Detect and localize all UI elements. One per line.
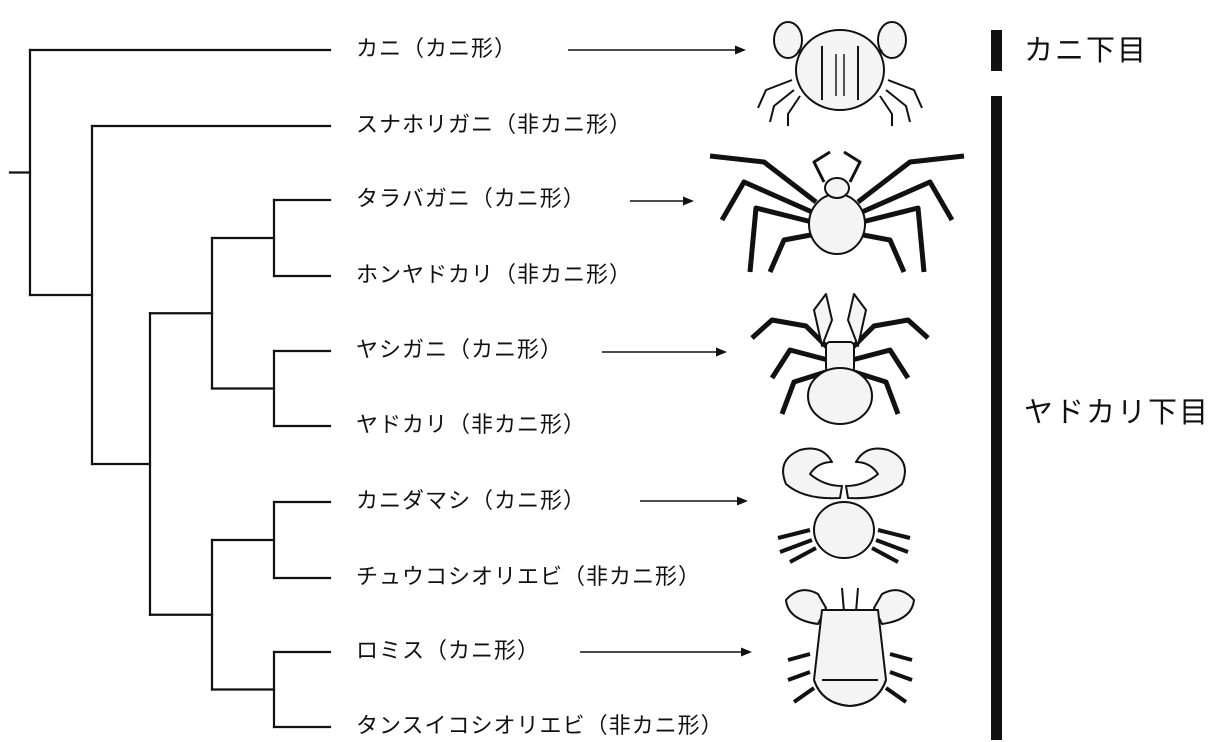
arrowhead-icon (716, 347, 727, 357)
taxon-form: （カニ形） (402, 37, 518, 62)
taxon-name: カニダマシ (356, 489, 472, 514)
coconut-crab-drawing-icon (750, 293, 930, 425)
taxon-name: チュウコシオリエビ (356, 565, 564, 590)
taxon-form: （カニ形） (470, 187, 586, 212)
group-bar-brachyura (991, 30, 1002, 71)
taxon-form: （非カニ形） (448, 413, 587, 438)
taxon-label-honyadokari: ホンヤドカリ（非カニ形） (356, 265, 632, 287)
group-label-brachyura: カニ下目 (1024, 33, 1149, 67)
taxon-name: ヤシガニ (356, 338, 449, 363)
taxon-label-chuukoshioriebi: チュウコシオリエビ（非カニ形） (356, 567, 701, 589)
taxon-form: （非カニ形） (563, 565, 702, 590)
taxon-name: ヤドカリ (356, 413, 449, 438)
taxon-name: スナホリガニ (356, 113, 495, 138)
arrowhead-icon (741, 647, 752, 657)
king-crab-drawing-icon (709, 150, 965, 274)
taxon-form: （非カニ形） (494, 263, 633, 288)
taxon-label-sunahorigani: スナホリガニ（非カニ形） (356, 115, 632, 137)
taxon-name: タンスイコシオリエビ (356, 714, 586, 739)
porcelain-crab-drawing-icon (777, 447, 911, 564)
taxon-label-yashigani: ヤシガニ（カニ形） (356, 340, 563, 362)
taxon-name: カニ (356, 37, 403, 62)
taxon-label-kani: カニ（カニ形） (356, 39, 517, 61)
taxon-name: タラバガニ (356, 187, 471, 212)
taxon-name: ホンヤドカリ (356, 263, 495, 288)
taxon-form: （非カニ形） (494, 113, 633, 138)
arrowhead-icon (683, 196, 694, 206)
taxon-name: ロミス (356, 639, 426, 664)
taxon-form: （非カニ形） (585, 714, 724, 739)
true-crab-drawing-icon (757, 21, 923, 126)
taxon-label-tansuikoshiorie: タンスイコシオリエビ（非カニ形） (356, 716, 724, 738)
taxon-form: （カニ形） (425, 639, 541, 664)
group-bar-anomura (991, 96, 1002, 740)
taxon-label-yadokari: ヤドカリ（非カニ形） (356, 415, 586, 437)
arrowhead-icon (737, 496, 748, 506)
taxon-label-romisu: ロミス（カニ形） (356, 641, 540, 663)
arrowhead-icon (735, 45, 746, 55)
lomis-crab-drawing-icon (785, 587, 915, 707)
group-label-anomura: ヤドカリ下目 (1024, 395, 1211, 429)
taxon-label-tarabagani: タラバガニ（カニ形） (356, 189, 586, 211)
taxon-form: （カニ形） (448, 338, 564, 363)
taxon-label-kanidamashi: カニダマシ（カニ形） (356, 491, 586, 513)
taxon-form: （カニ形） (471, 489, 587, 514)
